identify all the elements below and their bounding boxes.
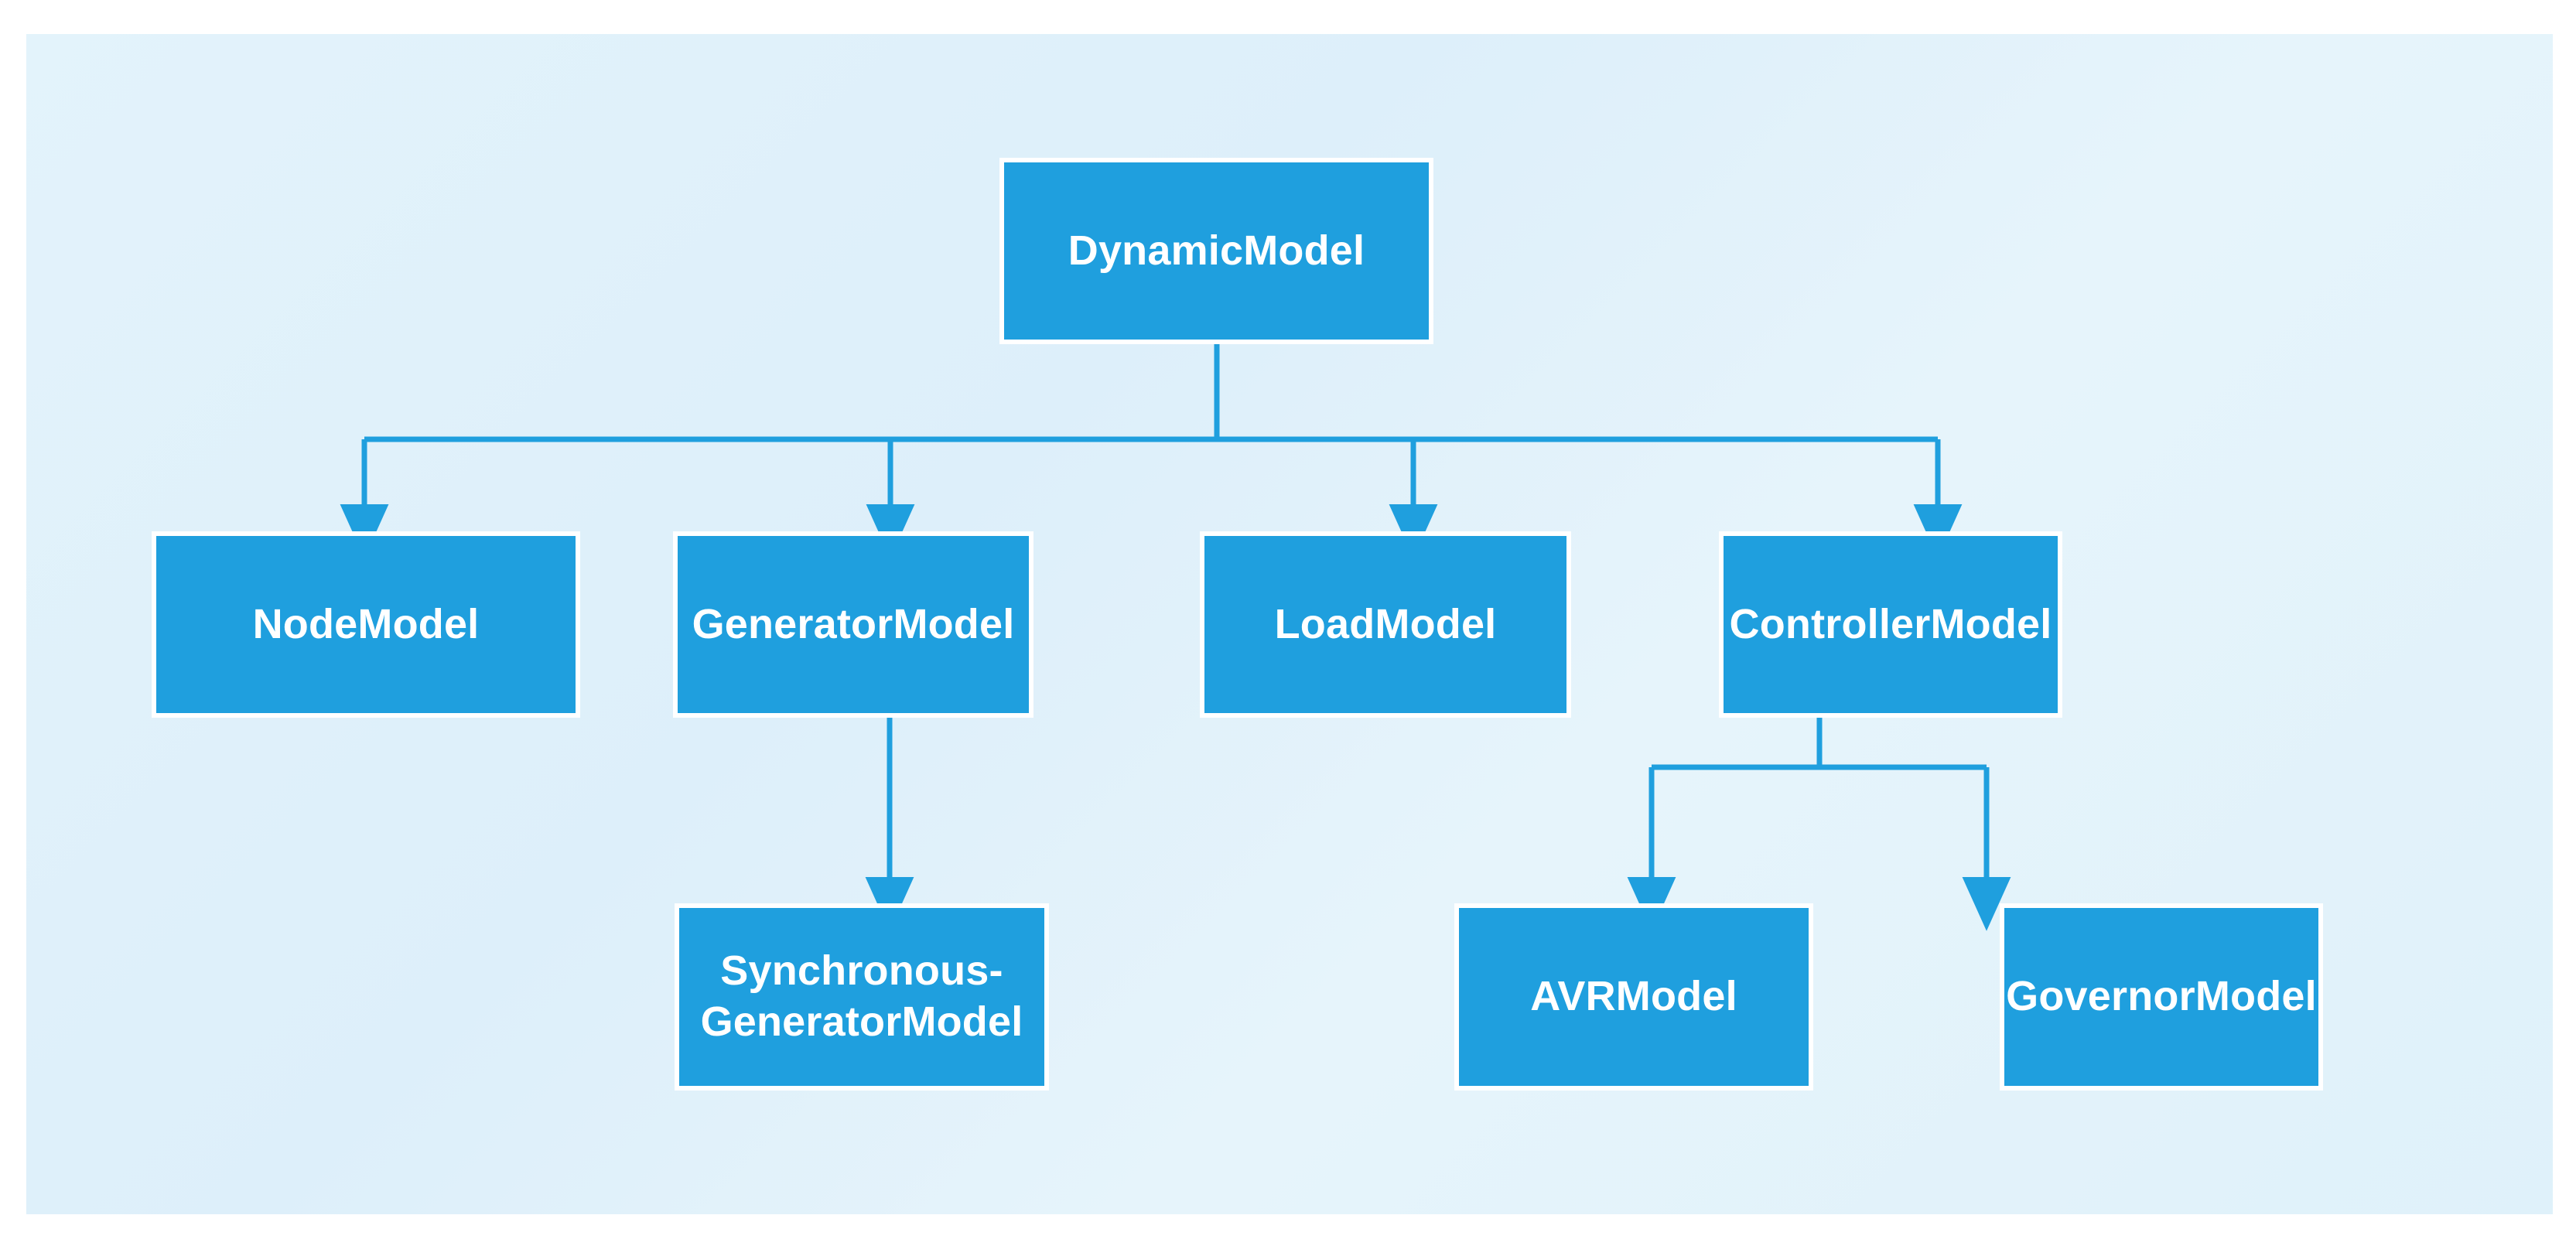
node-label-synchronous-generator-model: Synchronous- GeneratorModel [700,947,1023,1045]
node-label-dynamic-model: DynamicModel [1068,227,1365,274]
node-synchronous-generator-model[interactable]: Synchronous- GeneratorModel [675,903,1049,1091]
node-governor-model[interactable]: GovernorModel [2000,903,2323,1091]
node-dynamic-model[interactable]: DynamicModel [999,158,1433,344]
node-controller-model[interactable]: ControllerModel [1719,531,2062,718]
node-label-controller-model: ControllerModel [1729,600,2052,647]
node-label-governor-model: GovernorModel [2006,973,2317,1020]
node-label-generator-model: GeneratorModel [692,600,1015,647]
node-avr-model[interactable]: AVRModel [1454,903,1813,1091]
node-label-avr-model: AVRModel [1530,973,1737,1020]
node-label-load-model: LoadModel [1274,600,1497,647]
node-load-model[interactable]: LoadModel [1200,531,1571,718]
node-node-model[interactable]: NodeModel [152,531,580,718]
node-label-node-model: NodeModel [252,600,480,647]
node-generator-model[interactable]: GeneratorModel [673,531,1033,718]
